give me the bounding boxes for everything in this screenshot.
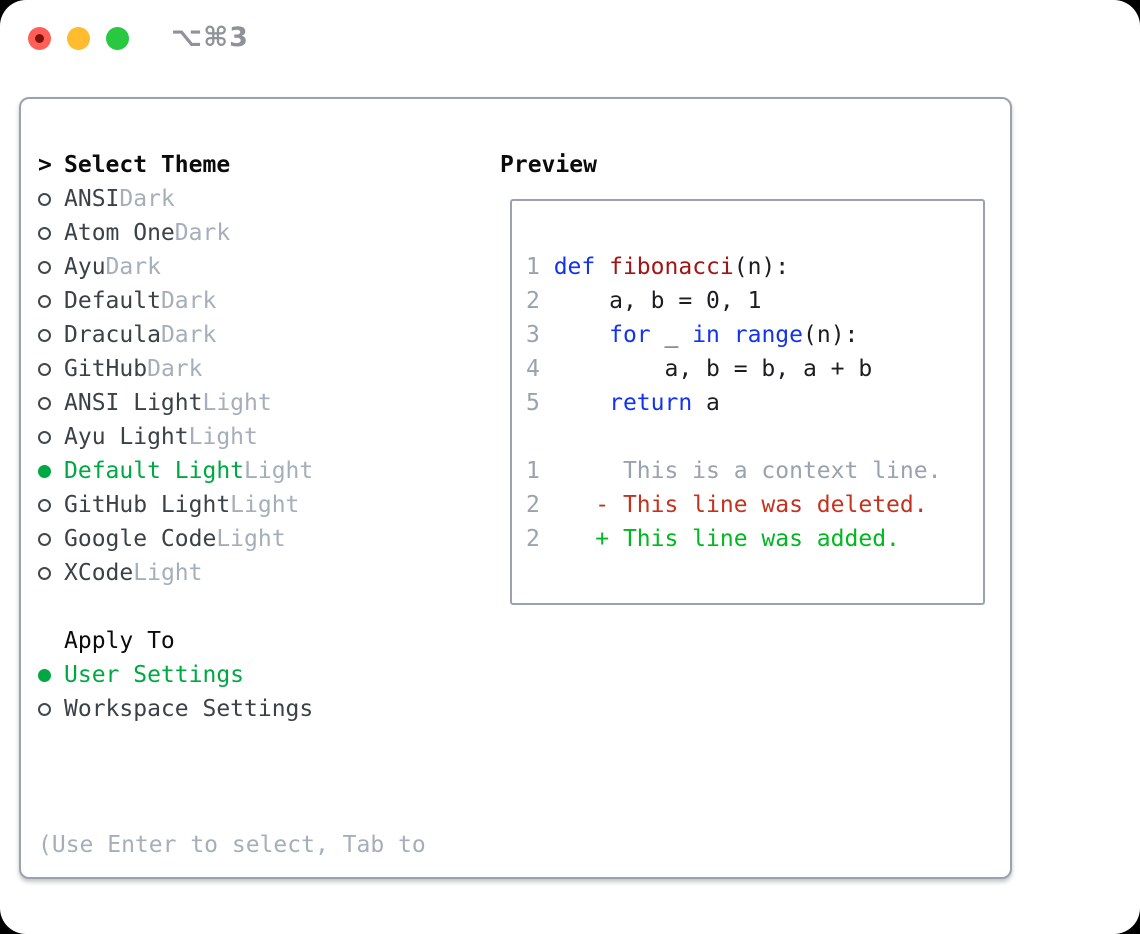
hint-line-1: (Use Enter to select, Tab to bbox=[38, 832, 426, 858]
option-label: Dracula bbox=[64, 322, 161, 348]
close-button[interactable] bbox=[28, 26, 51, 50]
theme-variant-label: Light bbox=[188, 424, 258, 450]
theme-variant-label: Light bbox=[216, 526, 286, 552]
window-titlebar: ⌥⌘3 bbox=[28, 22, 249, 53]
preview-code-line: 5 return a bbox=[526, 390, 720, 416]
theme-variant-label: Dark bbox=[147, 356, 203, 382]
preview-code-line: 2 - This line was deleted. bbox=[526, 492, 928, 518]
apply-to-option-workspace-settings[interactable]: Workspace Settings bbox=[38, 692, 313, 726]
theme-list-header: > Select Theme bbox=[38, 148, 313, 182]
radio-selected-icon bbox=[38, 464, 51, 478]
theme-variant-label: Dark bbox=[174, 220, 231, 246]
option-label: Atom One bbox=[64, 220, 175, 246]
theme-variant-label: Light bbox=[202, 390, 272, 416]
radio-selected-icon bbox=[38, 668, 51, 682]
apply-to-title: Apply To bbox=[64, 628, 175, 654]
preview-heading: Preview bbox=[500, 152, 597, 178]
theme-option-ansi[interactable]: ANSI Dark bbox=[38, 182, 313, 216]
selection-prompt-icon: > bbox=[38, 152, 52, 178]
preview-code-line: 3 for _ in range(n): bbox=[526, 322, 859, 348]
theme-variant-label: Dark bbox=[105, 254, 161, 280]
theme-option-xcode[interactable]: XCode Light bbox=[38, 556, 313, 590]
preview-code-line: 2 a, b = 0, 1 bbox=[526, 288, 762, 314]
radio-icon bbox=[38, 260, 51, 274]
option-label: ANSI bbox=[64, 186, 120, 212]
radio-icon bbox=[38, 328, 51, 342]
option-label: Default Light bbox=[64, 458, 245, 484]
theme-option-dracula[interactable]: Dracula Dark bbox=[38, 318, 313, 352]
radio-icon bbox=[38, 226, 51, 240]
theme-option-atom-one[interactable]: Atom One Dark bbox=[38, 216, 313, 250]
preview-code-line: 1 This is a context line. bbox=[526, 458, 942, 484]
theme-variant-label: Light bbox=[244, 458, 314, 484]
keyboard-shortcut-label: ⌥⌘3 bbox=[171, 22, 249, 53]
option-label: ANSI Light bbox=[64, 390, 203, 416]
radio-icon bbox=[38, 362, 51, 376]
radio-icon bbox=[38, 396, 51, 410]
theme-option-github-light[interactable]: GitHub Light Light bbox=[38, 488, 313, 522]
theme-option-default-light[interactable]: Default Light Light bbox=[38, 454, 313, 488]
apply-to-option-user-settings[interactable]: User Settings bbox=[38, 658, 313, 692]
option-label: Google Code bbox=[64, 526, 217, 552]
radio-icon bbox=[38, 430, 51, 444]
close-dot-icon bbox=[35, 33, 44, 43]
option-label: User Settings bbox=[64, 662, 245, 688]
radio-icon bbox=[38, 192, 51, 206]
preview-code-line: 1 def fibonacci(n): bbox=[526, 254, 790, 280]
preview-code-line bbox=[526, 420, 975, 454]
theme-option-ansi-light[interactable]: ANSI Light Light bbox=[38, 386, 313, 420]
theme-variant-label: Dark bbox=[160, 322, 217, 348]
theme-option-ayu[interactable]: Ayu Dark bbox=[38, 250, 313, 284]
preview-box: 1 def fibonacci(n): 2 a, b = 0, 1 3 for _ … bbox=[510, 199, 985, 605]
option-label: GitHub bbox=[64, 356, 148, 382]
option-label: XCode bbox=[64, 560, 134, 586]
option-label: Ayu Light bbox=[64, 424, 189, 450]
option-label: Ayu bbox=[64, 254, 106, 280]
radio-icon bbox=[38, 566, 51, 580]
option-label: GitHub Light bbox=[64, 492, 231, 518]
theme-option-ayu-light[interactable]: Ayu Light Light bbox=[38, 420, 313, 454]
theme-variant-label: Light bbox=[133, 560, 203, 586]
radio-icon bbox=[38, 532, 51, 546]
zoom-button[interactable] bbox=[106, 26, 129, 50]
preview-code-line: 2 + This line was added. bbox=[526, 526, 900, 552]
theme-option-default[interactable]: Default Dark bbox=[38, 284, 313, 318]
theme-option-google-code[interactable]: Google Code Light bbox=[38, 522, 313, 556]
apply-to-header: Apply To bbox=[38, 624, 313, 658]
minimize-button[interactable] bbox=[67, 26, 90, 50]
theme-variant-label: Dark bbox=[160, 288, 217, 314]
theme-variant-label: Light bbox=[230, 492, 300, 518]
theme-option-github[interactable]: GitHub Dark bbox=[38, 352, 313, 386]
hint-text: (Use Enter to select, Tab to change focu… bbox=[38, 760, 426, 934]
preview-code-line: 4 a, b = b, a + b bbox=[526, 356, 873, 382]
radio-icon bbox=[38, 702, 51, 716]
option-label: Default bbox=[64, 288, 161, 314]
radio-icon bbox=[38, 294, 51, 308]
radio-icon bbox=[38, 498, 51, 512]
option-label: Workspace Settings bbox=[64, 696, 314, 722]
theme-list-title: Select Theme bbox=[64, 152, 231, 178]
theme-variant-label: Dark bbox=[119, 186, 175, 212]
hint-line-2: change focus) bbox=[38, 930, 426, 934]
